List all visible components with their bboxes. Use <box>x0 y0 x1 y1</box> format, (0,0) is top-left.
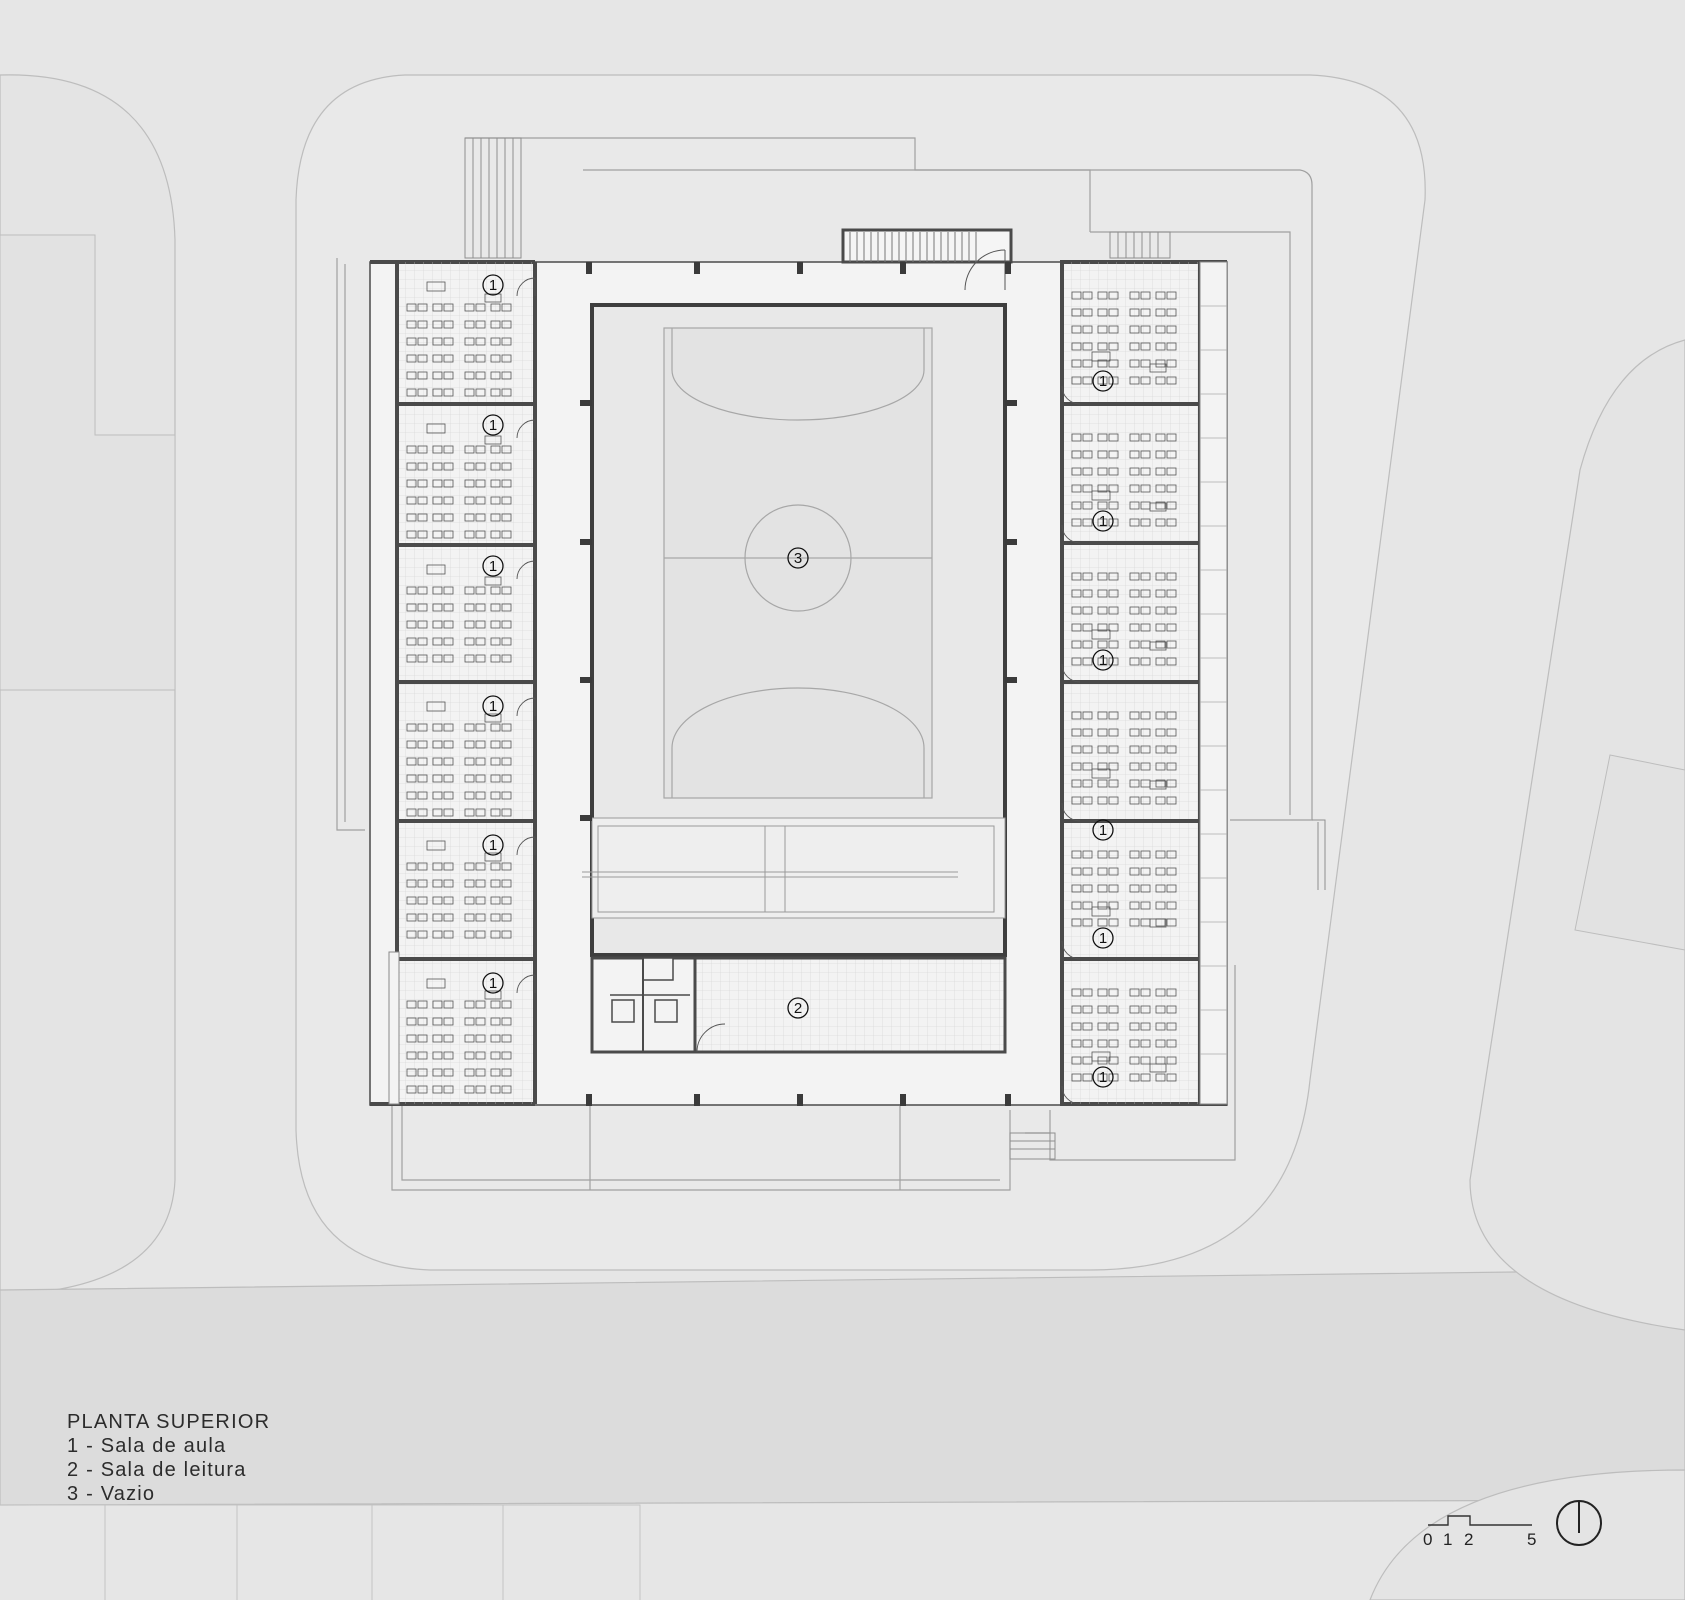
scale-label-1: 1 <box>1443 1530 1452 1549</box>
svg-text:1: 1 <box>489 277 497 294</box>
classroom-tag-right-2: 1 <box>1092 510 1114 532</box>
reading-room <box>693 956 1007 1054</box>
left-block-outline <box>0 234 176 691</box>
void-tag: 3 <box>787 547 809 569</box>
drawing-legend: PLANTA SUPERIOR 1 - Sala de aula 2 - Sal… <box>67 1410 270 1506</box>
toilet-block <box>590 956 697 1054</box>
bottom-lots <box>0 1504 641 1600</box>
scale-label-2: 2 <box>1464 1530 1473 1549</box>
svg-text:1: 1 <box>1099 513 1107 530</box>
classroom-tag-left-3: 1 <box>482 555 504 577</box>
room-tags: 1 1 1 1 1 1 1 1 1 1 1 1 3 2 <box>482 274 1114 1088</box>
platform-outlines <box>336 137 1313 1191</box>
classroom-tag-left-5: 1 <box>482 834 504 856</box>
scale-label-5: 5 <box>1527 1530 1536 1549</box>
svg-text:1: 1 <box>489 558 497 575</box>
svg-text:1: 1 <box>489 837 497 854</box>
svg-text:2: 2 <box>794 1000 802 1017</box>
svg-text:1: 1 <box>489 698 497 715</box>
legend-item-3: 3 - Vazio <box>67 1483 156 1505</box>
classroom-tag-left-1: 1 <box>482 274 504 296</box>
legend-item-1: 1 - Sala de aula <box>67 1435 227 1457</box>
legend-item-2: 2 - Sala de leitura <box>67 1459 247 1481</box>
svg-text:1: 1 <box>1099 822 1107 839</box>
scale-label-0: 0 <box>1423 1530 1432 1549</box>
classroom-tag-right-1: 1 <box>1092 370 1114 392</box>
classroom-tag-left-4: 1 <box>482 695 504 717</box>
exterior-stairs <box>464 137 1326 1160</box>
svg-text:1: 1 <box>1099 373 1107 390</box>
right-block-outline <box>1574 754 1685 951</box>
left-classroom-wing <box>388 262 537 1105</box>
svg-text:1: 1 <box>489 975 497 992</box>
classroom-tag-left-2: 1 <box>482 414 504 436</box>
classroom-tag-right-4: 1 <box>1092 819 1114 841</box>
classroom-tag-right-3: 1 <box>1092 649 1114 671</box>
right-classroom-wing <box>1060 261 1228 1105</box>
top-stair <box>841 228 1013 291</box>
svg-text:1: 1 <box>1099 930 1107 947</box>
svg-text:1: 1 <box>489 417 497 434</box>
svg-text:1: 1 <box>1099 652 1107 669</box>
svg-text:1: 1 <box>1099 1069 1107 1086</box>
classroom-tag-left-6: 1 <box>482 972 504 994</box>
scale-bar: 0 1 2 5 <box>1423 1515 1536 1549</box>
north-arrow-icon <box>1556 1500 1602 1546</box>
structural-columns <box>580 262 1017 1106</box>
classroom-tag-right-5: 1 <box>1092 927 1114 949</box>
classroom-furniture <box>406 281 1177 1094</box>
reading-room-tag: 2 <box>787 997 809 1019</box>
svg-text:3: 3 <box>794 550 802 567</box>
classroom-tag-right-6: 1 <box>1092 1066 1114 1088</box>
central-void <box>582 303 1007 957</box>
drawing-title: PLANTA SUPERIOR <box>67 1411 271 1433</box>
door-swings <box>516 277 1081 1105</box>
